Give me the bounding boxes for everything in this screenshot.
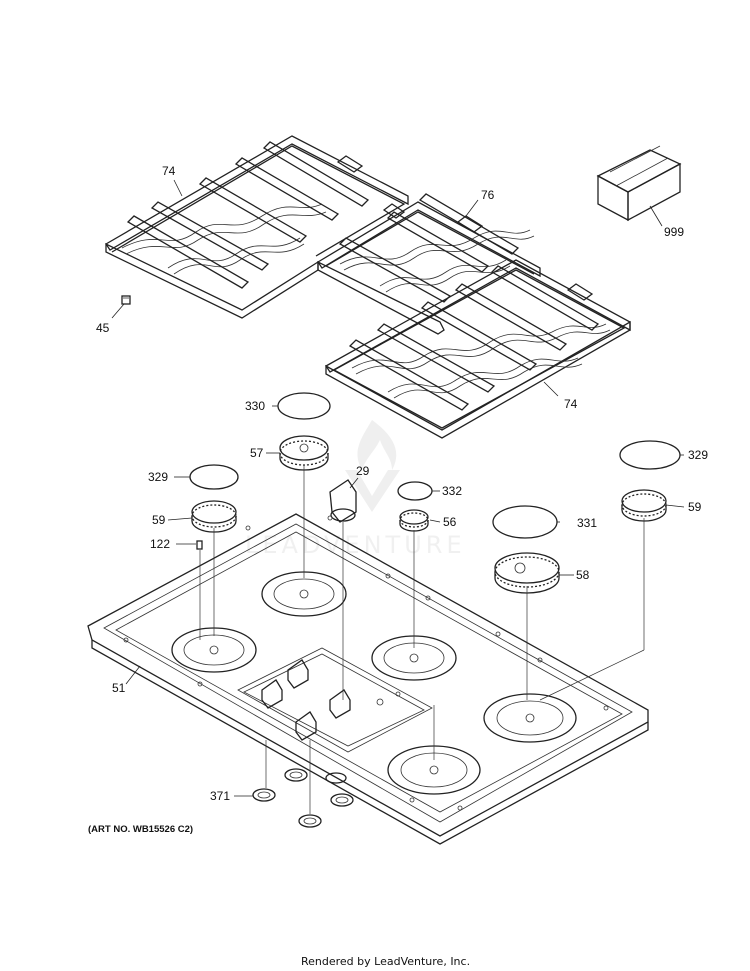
alignment-lines [199,465,645,814]
callout-999[interactable]: 999 [664,225,684,239]
package-box[interactable] [596,145,682,222]
watermark-text: LEADVENTURE [245,531,466,559]
cooktop-main-top[interactable] [87,513,649,845]
callout-76[interactable]: 76 [481,188,495,202]
callout-57[interactable]: 57 [250,446,264,460]
callout-74-top[interactable]: 74 [162,164,176,178]
burner-head-59-right[interactable] [621,489,667,522]
art-number: (ART NO. WB15526 C2) [88,824,193,835]
left-grate[interactable] [105,135,409,319]
burner-cap-329-left[interactable] [189,464,239,490]
callout-labels: 74 76 999 45 74 330 57 29 329 332 56 331… [96,164,708,803]
callout-329-left[interactable]: 329 [148,470,168,484]
callout-56[interactable]: 56 [443,515,457,529]
callout-332[interactable]: 332 [442,484,462,498]
callout-45[interactable]: 45 [96,321,110,335]
burner-head-59-left[interactable] [191,500,237,533]
middle-grate[interactable] [317,193,541,335]
callout-58[interactable]: 58 [576,568,590,582]
burner-cap-330[interactable] [277,392,331,420]
callout-59-left[interactable]: 59 [152,513,166,527]
callout-51[interactable]: 51 [112,681,126,695]
burner-head-57[interactable] [279,435,329,471]
callout-371[interactable]: 371 [210,789,230,803]
burner-cap-332[interactable] [397,481,433,501]
callout-29[interactable]: 29 [356,464,370,478]
grate-foot[interactable] [121,295,131,305]
igniter-pin[interactable] [196,540,203,550]
rendered-by-footer: Rendered by LeadVenture, Inc. [301,955,470,968]
callout-330[interactable]: 330 [245,399,265,413]
burner-head-56[interactable] [399,509,429,532]
watermark-logo: LEADVENTURE [245,420,466,559]
callout-59-right[interactable]: 59 [688,500,702,514]
control-knob[interactable] [329,479,357,523]
callout-331[interactable]: 331 [577,516,597,530]
callout-122[interactable]: 122 [150,537,170,551]
leader-lines [111,179,685,797]
burner-cap-331[interactable] [492,505,558,539]
callout-329-right[interactable]: 329 [688,448,708,462]
callout-74-bottom[interactable]: 74 [564,397,578,411]
burner-cap-329-right[interactable] [619,440,681,470]
grommets[interactable] [252,768,354,828]
right-grate[interactable] [325,259,631,439]
